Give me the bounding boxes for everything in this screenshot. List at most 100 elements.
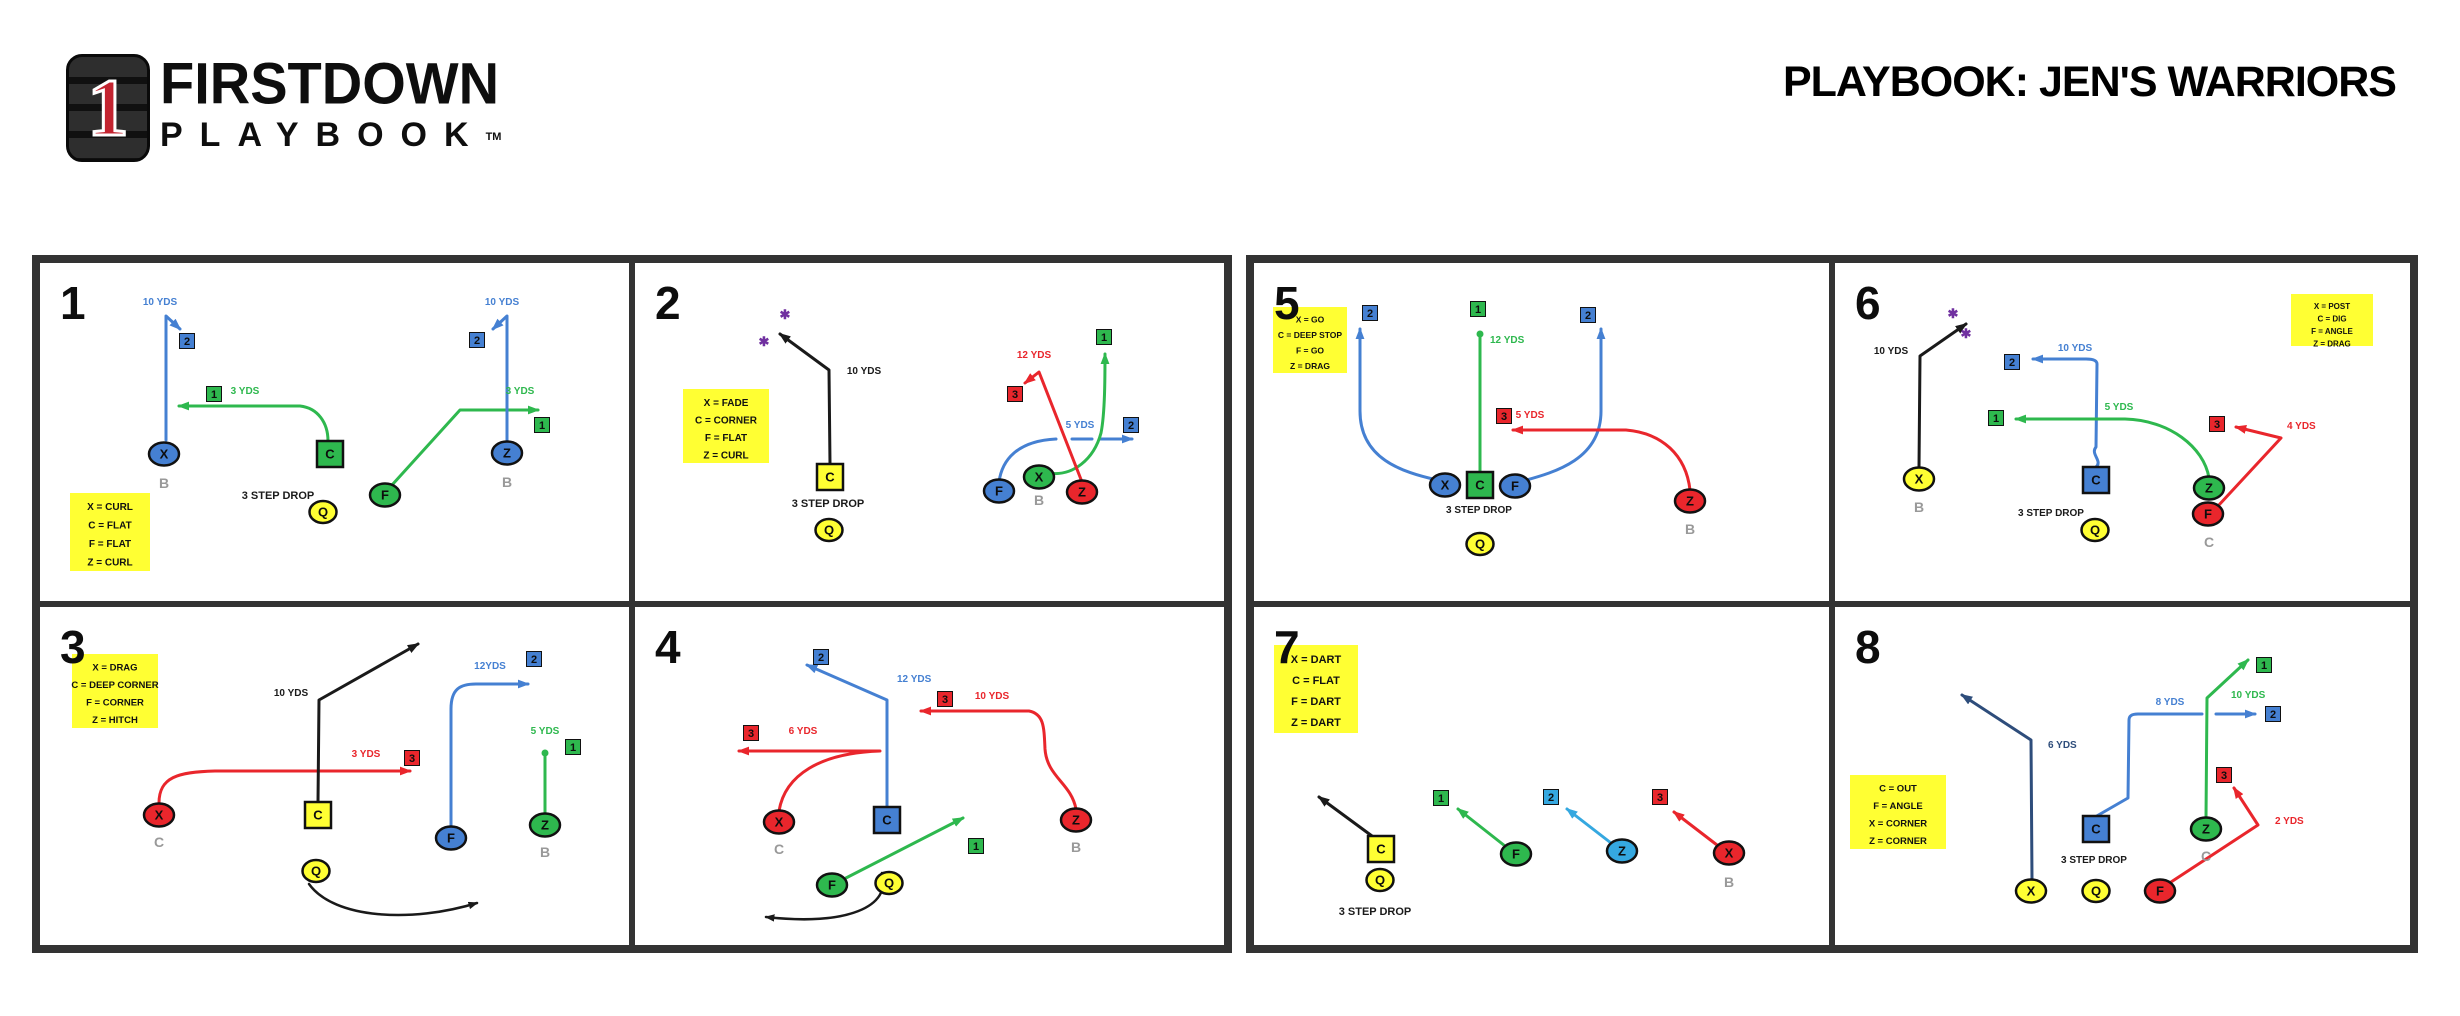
read-badge: 2: [2265, 706, 2281, 722]
logo-firstdown-text: FIRSTDOWN: [160, 49, 500, 116]
route-line: [1456, 807, 1507, 848]
route-line: [307, 882, 479, 917]
legend-box: [70, 493, 150, 571]
trademark-label: TM: [485, 131, 502, 143]
route-line: [997, 437, 1058, 484]
legend-item: Z = CURL: [87, 558, 132, 569]
yardage-label: 10 YDS: [847, 366, 882, 377]
legend-item: X = CORNER: [1869, 819, 1927, 830]
player-C: C: [2081, 814, 2111, 844]
player-F: F: [2143, 878, 2177, 904]
player-letter: C: [825, 470, 835, 485]
legend-item: Z = DRAG: [2313, 340, 2351, 349]
player-letter: Z: [1078, 485, 1086, 500]
legend-item: F = CORNER: [86, 698, 144, 709]
yardage-label: 3 YDS: [352, 749, 381, 760]
read-badge: 1: [206, 386, 222, 402]
position-sub-label: B: [159, 475, 169, 491]
play-number: 2: [655, 277, 681, 329]
player-letter: X: [1035, 470, 1044, 485]
route-line: [2204, 658, 2250, 820]
player-Z: ZB: [1059, 807, 1093, 855]
player-C: C: [1465, 470, 1495, 500]
read-badge: 3: [937, 691, 953, 707]
read-badge: 1: [1988, 410, 2004, 426]
read-badge-number: 2: [818, 652, 824, 664]
play-number: 8: [1855, 621, 1881, 673]
legend-item: X = GO: [1296, 315, 1325, 325]
play-number: 7: [1274, 621, 1300, 673]
drop-label: 3 STEP DROP: [2018, 508, 2084, 519]
player-X: XB: [1022, 464, 1056, 508]
legend-item: Z = CORNER: [1869, 836, 1927, 847]
legend-item: X = FADE: [704, 398, 749, 409]
player-letter: C: [2091, 473, 2101, 488]
position-sub-label: B: [1685, 521, 1695, 537]
player-letter: Q: [884, 876, 894, 891]
read-badge-number: 2: [474, 335, 480, 347]
player-Q: Q: [1465, 531, 1495, 557]
player-X: XB: [1902, 466, 1936, 515]
yardage-label: 5 YDS: [1066, 420, 1095, 431]
read-badge: 2: [1543, 789, 1559, 805]
player-letter: F: [447, 831, 455, 846]
legend-item: C = DEEP CORNER: [71, 680, 158, 691]
read-badge-number: 2: [1585, 310, 1591, 322]
legend-item: C = FLAT: [1292, 675, 1340, 687]
page-title: PLAYBOOK: JEN'S WARRIORS: [1782, 58, 2397, 106]
player-Z: Z: [2192, 475, 2226, 501]
logo-one-icon: 1: [66, 54, 150, 162]
player-X: XC: [762, 809, 796, 857]
drop-label: 3 STEP DROP: [242, 490, 315, 502]
player-letter: Z: [541, 818, 549, 833]
read-badge: 2: [526, 651, 542, 667]
read-badge-number: 1: [2261, 660, 2267, 672]
route-line: [491, 314, 509, 443]
player-letter: C: [1376, 842, 1386, 857]
legend-item: F = ANGLE: [2311, 327, 2353, 336]
player-C: C: [2081, 465, 2111, 495]
position-sub-label: C: [774, 841, 784, 857]
read-badge-number: 1: [211, 389, 217, 401]
logo-playbook-text: PLAYBOOKTM: [160, 116, 502, 154]
route-line: [2216, 425, 2283, 508]
read-badge-number: 3: [409, 753, 415, 765]
player-X: XC: [142, 802, 176, 850]
player-letter: Z: [1686, 494, 1694, 509]
yardage-label: 5 YDS: [2105, 402, 2134, 413]
yardage-label: 8 YDS: [2156, 697, 2185, 708]
player-letter: Q: [1375, 873, 1385, 888]
player-Q: Q: [2081, 878, 2111, 904]
player-F: F: [368, 482, 402, 508]
read-badge-number: 3: [1501, 411, 1507, 423]
player-C: C: [1366, 834, 1396, 864]
player-letter: X: [160, 447, 169, 462]
yardage-label: 10 YDS: [1874, 346, 1909, 357]
yardage-label: 10 YDS: [2231, 690, 2266, 701]
legend-item: X = DRAG: [92, 663, 137, 674]
legend-item: C = DEEP STOP: [1278, 330, 1342, 340]
yardage-label: 12 YDS: [897, 674, 932, 685]
read-badge: 3: [2216, 767, 2232, 783]
read-badge-number: 2: [1548, 792, 1554, 804]
player-Z: ZB: [490, 440, 524, 490]
player-Q: Q: [1365, 867, 1395, 893]
player-letter: Q: [311, 864, 321, 879]
player-X: XB: [147, 441, 181, 491]
player-letter: Z: [2205, 481, 2213, 496]
